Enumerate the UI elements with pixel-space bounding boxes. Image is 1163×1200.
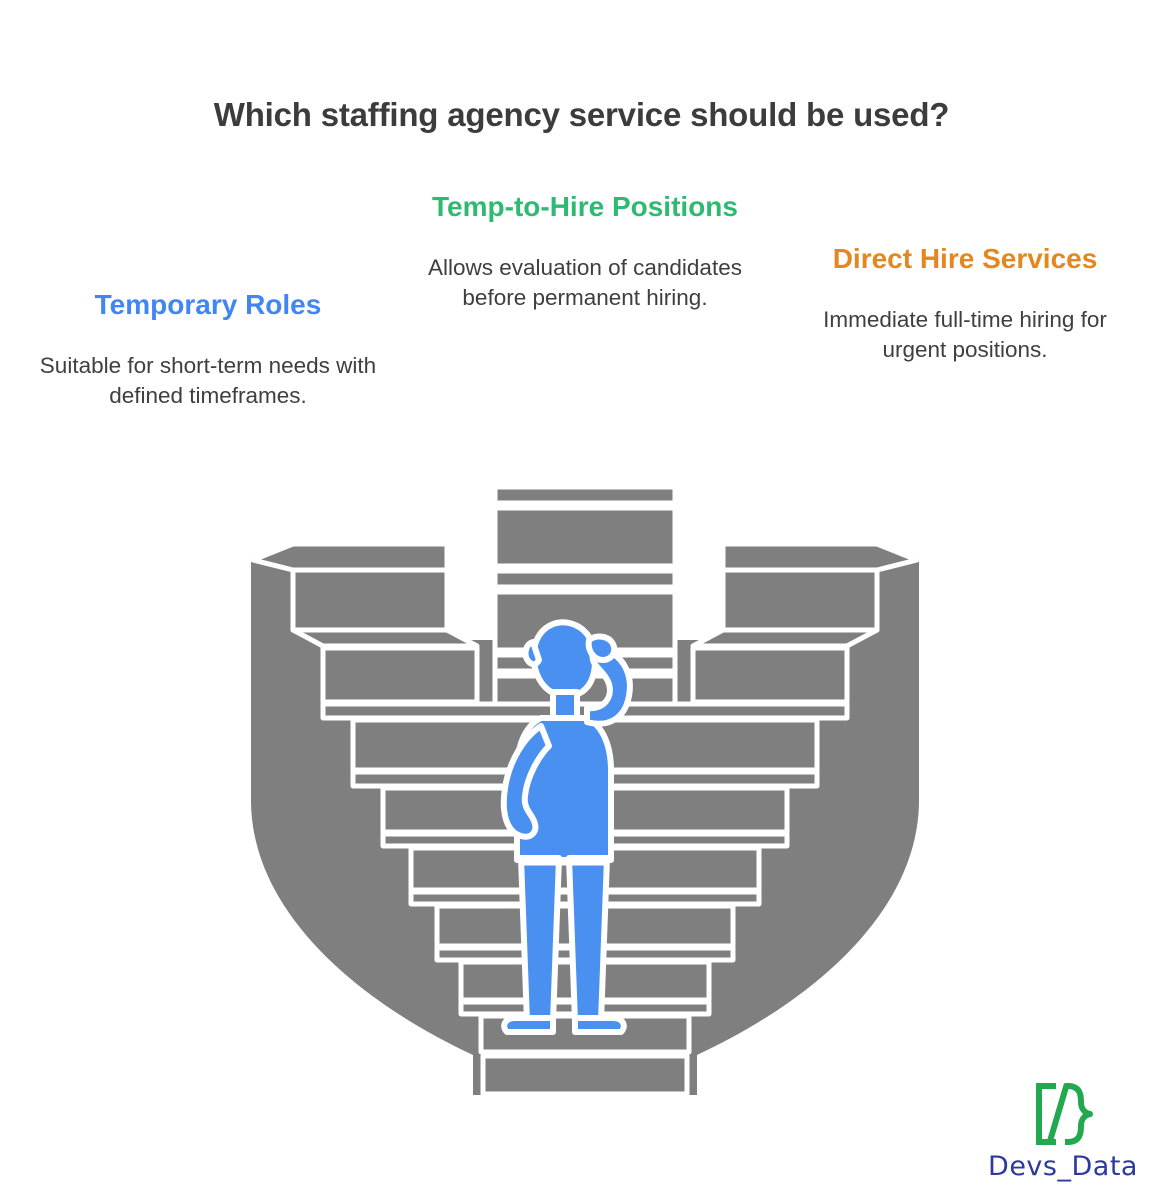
center-step-2 (492, 505, 678, 569)
page-title: Which staffing agency service should be … (213, 96, 950, 133)
left-platform-face (290, 567, 450, 633)
logo-right-brace (1064, 1082, 1093, 1146)
figure-arm-on-hip (500, 723, 552, 840)
left-platform-top (250, 541, 450, 573)
center-step-1 (492, 484, 678, 506)
column-heading-direct-hire-services: Direct Hire Services (832, 243, 1098, 274)
center-steps (492, 484, 678, 737)
figure-left-foot (501, 1015, 556, 1035)
figure-ear (522, 639, 542, 668)
staircase-illustration (205, 470, 965, 1095)
figure-hand-on-head (585, 633, 618, 663)
column-temp-to-hire-positions: Temp-to-Hire Positions Allows evaluation… (420, 190, 750, 313)
left-upper-platform (250, 541, 480, 649)
figure-left-leg (518, 855, 562, 1025)
figure-right-foot (572, 1015, 627, 1035)
brand-logo: Devs_Data (977, 1081, 1149, 1182)
right-upper-platform (690, 541, 920, 649)
logo-slash (1046, 1083, 1070, 1145)
right-platform-bevel (690, 627, 880, 649)
logo-left-bracket (1036, 1083, 1056, 1145)
person-figure (500, 619, 633, 1035)
staircase-svg (250, 484, 920, 1095)
figure-right-leg (566, 855, 610, 1025)
right-platform-face (720, 567, 880, 633)
left-platform-bevel (290, 627, 480, 649)
code-bracket-icon (1036, 1082, 1093, 1146)
column-heading-temp-to-hire-positions: Temp-to-Hire Positions (432, 191, 738, 222)
column-body-direct-hire-services: Immediate full-time hiring for urgent po… (823, 307, 1107, 362)
column-body-temp-to-hire-positions: Allows evaluation of candidates before p… (428, 255, 742, 310)
column-temporary-roles: Temporary Roles Suitable for short-term … (24, 288, 392, 411)
column-direct-hire-services: Direct Hire Services Immediate full-time… (800, 242, 1130, 365)
column-heading-temporary-roles: Temporary Roles (94, 289, 322, 320)
left-second-tier (320, 645, 480, 705)
right-platform-top (720, 541, 920, 573)
center-step-3 (492, 568, 678, 590)
right-second-tier (690, 645, 850, 705)
funnel-step-7 (480, 1053, 690, 1095)
column-body-temporary-roles: Suitable for short-term needs with defin… (39, 353, 377, 408)
logo-wordmark: Devs_Data (988, 1151, 1138, 1182)
figure-head (530, 619, 598, 700)
